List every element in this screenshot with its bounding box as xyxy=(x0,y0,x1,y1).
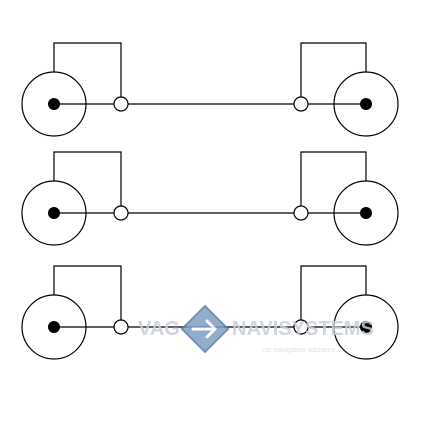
rca-plug-right xyxy=(333,180,399,246)
shield-bracket-left xyxy=(53,265,122,320)
rca-pin-left xyxy=(48,98,60,110)
arrow-right-in-diamond-icon xyxy=(180,304,230,354)
rca-pin-right xyxy=(360,207,372,219)
shield-junction-left xyxy=(113,205,129,221)
watermark-text-right: NAVISYSTEMS xyxy=(232,318,374,340)
shield-bracket-right xyxy=(300,265,367,320)
rca-plug-right xyxy=(333,71,399,137)
shield-bracket-right xyxy=(300,42,367,97)
rca-pin-right xyxy=(360,98,372,110)
shield-bracket-left xyxy=(53,42,122,97)
rca-plug-left xyxy=(21,180,87,246)
shield-junction-right xyxy=(293,205,309,221)
shield-bracket-right xyxy=(300,151,367,206)
cable-row xyxy=(21,42,399,137)
shield-junction-left xyxy=(113,319,129,335)
rca-plug-right xyxy=(333,294,399,360)
cable-row xyxy=(21,151,399,246)
shield-junction-right xyxy=(293,319,309,335)
rca-pin-right xyxy=(360,321,372,333)
rca-pin-left xyxy=(48,207,60,219)
shield-junction-left xyxy=(113,96,129,112)
watermark: VAG NAVISYSTEMS car navigation solutions xyxy=(138,304,374,354)
watermark-text-left: VAG xyxy=(138,318,180,340)
watermark-tagline: car navigation solutions xyxy=(262,347,336,354)
shield-junction-right xyxy=(293,96,309,112)
shield-bracket-left xyxy=(53,151,122,206)
rca-plug-left xyxy=(21,71,87,137)
rca-pin-left xyxy=(48,321,60,333)
rca-plug-left xyxy=(21,294,87,360)
